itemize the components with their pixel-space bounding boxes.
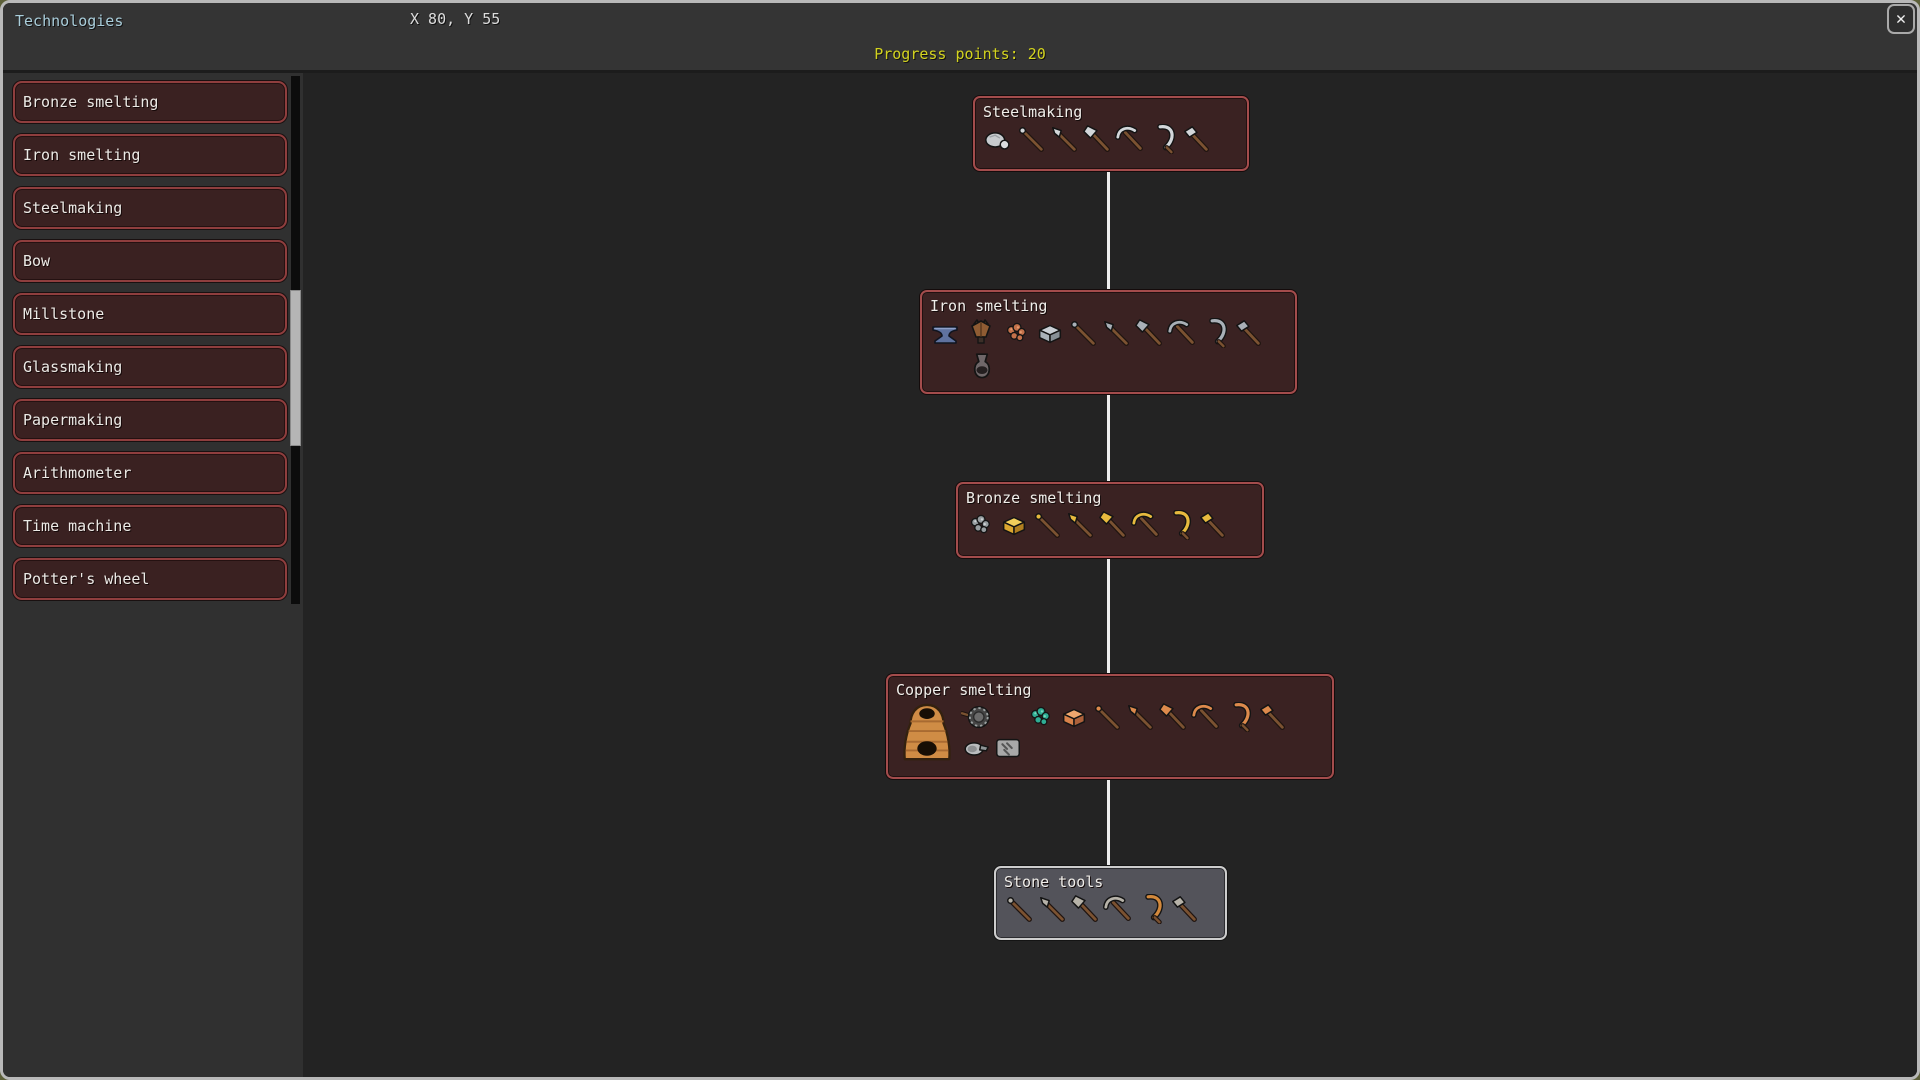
pickaxe-icon — [1191, 702, 1221, 732]
quern-icon — [961, 702, 991, 732]
spear-icon — [1037, 894, 1067, 924]
sidebar-item-millstone[interactable]: Millstone — [13, 293, 287, 335]
icon-stack — [965, 318, 999, 385]
icon-stack — [961, 702, 1023, 763]
kiln-icon — [896, 702, 958, 764]
sidebar-item-label: Iron smelting — [23, 146, 141, 164]
tech-node-title: Stone tools — [1004, 873, 1104, 891]
sidebar-item-glassmaking[interactable]: Glassmaking — [13, 346, 287, 388]
axe-icon — [1082, 124, 1112, 154]
sidebar-item-label: Millstone — [23, 305, 105, 323]
tech-node-icons — [930, 318, 1287, 385]
sickle-icon — [1136, 894, 1166, 924]
hammer-icon — [1197, 510, 1227, 540]
tech-node-steelmaking[interactable]: Steelmaking — [973, 96, 1249, 171]
spear-icon — [1065, 510, 1095, 540]
tech-node-copper-smelting[interactable]: Copper smelting — [886, 674, 1334, 779]
tech-node-title: Iron smelting — [930, 297, 1048, 315]
sidebar-scrollbar-thumb[interactable] — [290, 290, 301, 446]
spear-icon — [1049, 124, 1079, 154]
pickaxe-icon — [1115, 124, 1145, 154]
hammer-icon — [1233, 318, 1263, 348]
axe-icon — [1070, 894, 1100, 924]
rod-icon — [1092, 702, 1122, 732]
sidebar-item-label: Bow — [23, 252, 51, 270]
crucible-icon — [965, 351, 999, 385]
sickle-icon — [1200, 318, 1230, 348]
hammer-icon — [1169, 894, 1199, 924]
axe-icon — [1098, 510, 1128, 540]
sidebar-item-bronze-smelting[interactable]: Bronze smelting — [13, 81, 287, 123]
icon-stack-row — [961, 733, 1023, 763]
pickaxe-icon — [1131, 510, 1161, 540]
hammer-icon — [1257, 702, 1287, 732]
window-header: Technologies X 80, Y 55 Progress points:… — [3, 3, 1917, 73]
sidebar-item-arithmometer[interactable]: Arithmometer — [13, 452, 287, 494]
sidebar-item-papermaking[interactable]: Papermaking — [13, 399, 287, 441]
sidebar-item-label: Steelmaking — [23, 199, 123, 217]
progress-points-label: Progress points: 20 — [874, 45, 1046, 63]
tech-node-title: Copper smelting — [896, 681, 1032, 699]
steel-bloom-icon — [983, 124, 1013, 154]
rod-icon — [1004, 894, 1034, 924]
sickle-icon — [1148, 124, 1178, 154]
pickaxe-icon — [1103, 894, 1133, 924]
ladle-icon — [961, 733, 991, 763]
copper-ore-icon — [1026, 702, 1056, 732]
sidebar-item-label: Bronze smelting — [23, 93, 159, 111]
tech-node-bronze-smelting[interactable]: Bronze smelting — [956, 482, 1264, 558]
axe-icon — [1158, 702, 1188, 732]
sidebar-item-label: Potter's wheel — [23, 570, 150, 588]
tech-node-icons — [896, 702, 1324, 764]
sidebar-item-label: Arithmometer — [23, 464, 132, 482]
sidebar-item-steelmaking[interactable]: Steelmaking — [13, 187, 287, 229]
rod-icon — [1016, 124, 1046, 154]
copper-ingot-icon — [1059, 702, 1089, 732]
bronze-ingot-icon — [999, 510, 1029, 540]
tin-ore-icon — [966, 510, 996, 540]
sidebar-item-label: Time machine — [23, 517, 132, 535]
tech-node-title: Steelmaking — [983, 103, 1083, 121]
window-title: Technologies — [15, 12, 124, 30]
icon-stack-row — [965, 351, 999, 385]
tech-node-stone-tools[interactable]: Stone tools — [994, 866, 1227, 940]
tech-node-title: Bronze smelting — [966, 489, 1102, 507]
bellows-icon — [965, 318, 997, 350]
axe-icon — [1134, 318, 1164, 348]
icon-stack-row — [961, 702, 991, 732]
spear-icon — [1101, 318, 1131, 348]
sidebar-item-iron-smelting[interactable]: Iron smelting — [13, 134, 287, 176]
sidebar-item-label: Glassmaking — [23, 358, 123, 376]
spear-icon — [1125, 702, 1155, 732]
tech-node-icons — [1004, 894, 1217, 924]
sidebar-item-label: Papermaking — [23, 411, 123, 429]
sidebar-item-bow[interactable]: Bow — [13, 240, 287, 282]
tech-node-iron-smelting[interactable]: Iron smelting — [920, 290, 1297, 394]
pickaxe-icon — [1167, 318, 1197, 348]
sickle-icon — [1224, 702, 1254, 732]
iron-ingot-icon — [1035, 318, 1065, 348]
tech-node-icons — [983, 124, 1239, 154]
rod-icon — [1068, 318, 1098, 348]
hammer-icon — [1181, 124, 1211, 154]
sidebar-item-potter-s-wheel[interactable]: Potter's wheel — [13, 558, 287, 600]
player-coordinates: X 80, Y 55 — [410, 10, 501, 28]
mold-icon — [993, 733, 1023, 763]
iron-ore-icon — [1002, 318, 1032, 348]
tech-node-icons — [966, 510, 1254, 540]
sickle-icon — [1164, 510, 1194, 540]
close-icon[interactable]: ✕ — [1887, 4, 1915, 34]
rod-icon — [1032, 510, 1062, 540]
sidebar-item-time-machine[interactable]: Time machine — [13, 505, 287, 547]
icon-stack-row — [965, 318, 997, 350]
anvil-icon — [930, 318, 962, 350]
